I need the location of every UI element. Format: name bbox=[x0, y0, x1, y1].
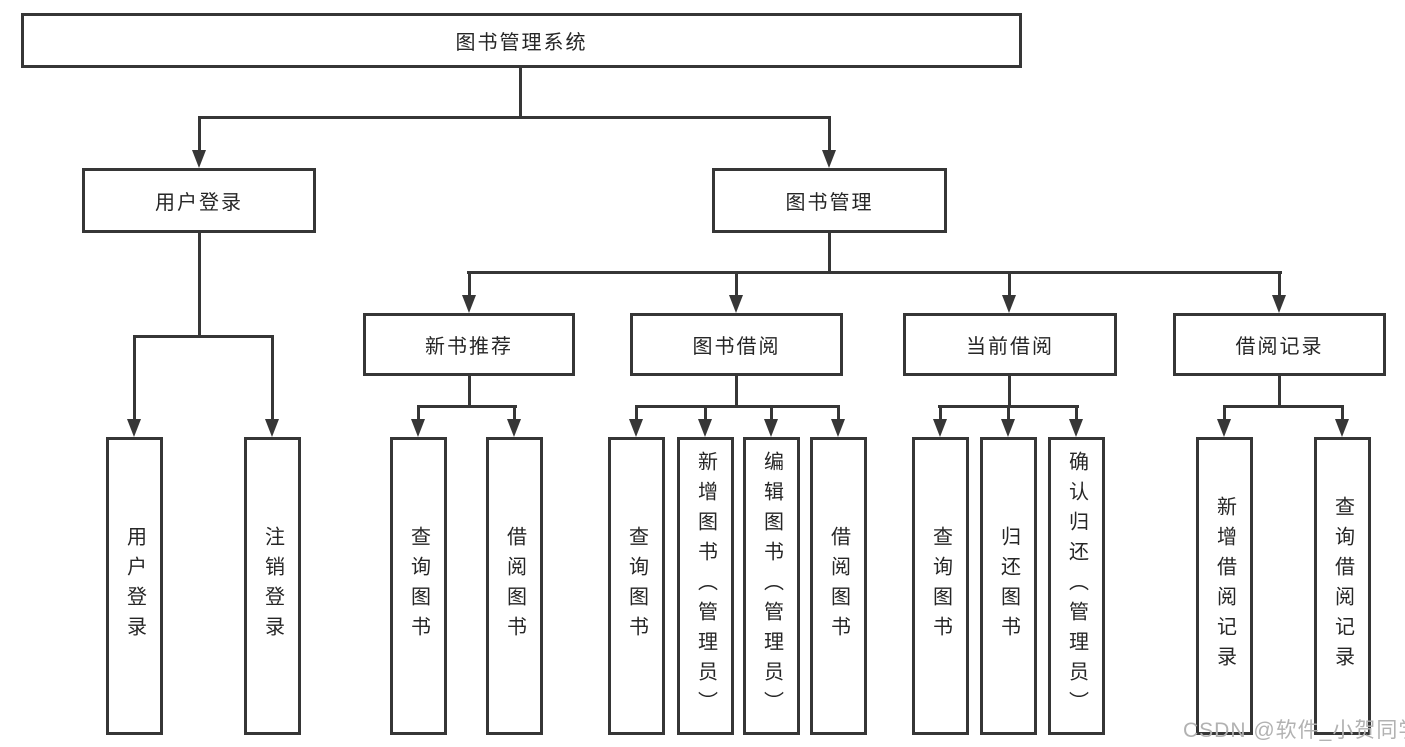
arrowhead-down-icon bbox=[127, 419, 141, 437]
connector-line bbox=[635, 405, 840, 408]
connector-line bbox=[198, 232, 201, 336]
arrowhead-down-icon bbox=[507, 419, 521, 437]
connector-line bbox=[133, 335, 136, 419]
connector-line bbox=[468, 271, 471, 295]
leaf-query-books-borrow: 查询图书 bbox=[608, 437, 665, 735]
leaf-return-books: 归还图书 bbox=[980, 437, 1037, 735]
leaf-label: 新增借阅记录 bbox=[1213, 496, 1236, 676]
node-label: 新书推荐 bbox=[425, 336, 513, 358]
connector-line bbox=[635, 405, 638, 419]
arrowhead-down-icon bbox=[1217, 419, 1231, 437]
node-new-book-recommend: 新书推荐 bbox=[363, 313, 575, 376]
leaf-user-login: 用户登录 bbox=[106, 437, 163, 735]
connector-line bbox=[1008, 271, 1011, 295]
connector-line bbox=[467, 271, 1282, 274]
node-library-management-system: 图书管理系统 bbox=[21, 13, 1022, 68]
connector-line bbox=[1278, 271, 1281, 295]
node-book-management: 图书管理 bbox=[712, 168, 947, 233]
arrowhead-down-icon bbox=[698, 419, 712, 437]
connector-line bbox=[271, 335, 274, 419]
arrowhead-down-icon bbox=[629, 419, 643, 437]
node-label: 图书借阅 bbox=[692, 336, 781, 358]
node-label: 当前借阅 bbox=[966, 336, 1054, 358]
leaf-label: 借阅图书 bbox=[503, 526, 526, 646]
arrowhead-down-icon bbox=[1272, 295, 1286, 313]
leaf-label: 借阅图书 bbox=[827, 526, 850, 646]
leaf-label: 查询图书 bbox=[407, 526, 430, 646]
connector-line bbox=[1008, 375, 1011, 408]
leaf-label: 查询借阅记录 bbox=[1331, 496, 1354, 676]
connector-line bbox=[1341, 405, 1344, 419]
connector-line bbox=[133, 335, 274, 338]
arrowhead-down-icon bbox=[1001, 419, 1015, 437]
arrowhead-down-icon bbox=[265, 419, 279, 437]
csdn-watermark: CSDN @软件_小贺同学 bbox=[1183, 719, 1405, 742]
connector-line bbox=[735, 271, 738, 295]
node-book-borrow: 图书借阅 bbox=[630, 313, 843, 376]
arrowhead-down-icon bbox=[831, 419, 845, 437]
leaf-confirm-return-admin: 确认归还（管理员） bbox=[1048, 437, 1105, 735]
connector-line bbox=[417, 405, 517, 408]
connector-line bbox=[519, 67, 522, 118]
leaf-borrow-books-newbooks: 借阅图书 bbox=[486, 437, 543, 735]
connector-line bbox=[735, 375, 738, 408]
arrowhead-down-icon bbox=[822, 150, 836, 168]
arrowhead-down-icon bbox=[1335, 419, 1349, 437]
arrowhead-down-icon bbox=[729, 295, 743, 313]
connector-line bbox=[939, 405, 942, 419]
node-label: 用户登录 bbox=[155, 192, 243, 214]
leaf-add-borrow-record: 新增借阅记录 bbox=[1196, 437, 1253, 735]
node-label: 借阅记录 bbox=[1235, 336, 1324, 358]
leaf-label: 归还图书 bbox=[997, 526, 1020, 646]
connector-line bbox=[828, 232, 831, 274]
leaf-label: 注销登录 bbox=[261, 526, 284, 646]
leaf-query-books-current: 查询图书 bbox=[912, 437, 969, 735]
leaf-label: 确认归还（管理员） bbox=[1065, 451, 1088, 721]
connector-line bbox=[468, 375, 471, 408]
connector-line bbox=[1223, 405, 1226, 419]
connector-line bbox=[1278, 375, 1281, 408]
connector-line bbox=[770, 405, 773, 419]
connector-line bbox=[704, 405, 707, 419]
connector-line bbox=[1007, 405, 1010, 419]
connector-line bbox=[198, 116, 831, 119]
node-user-login: 用户登录 bbox=[82, 168, 316, 233]
leaf-label: 用户登录 bbox=[123, 526, 146, 646]
arrowhead-down-icon bbox=[1002, 295, 1016, 313]
leaf-borrow-books-borrow: 借阅图书 bbox=[810, 437, 867, 735]
arrowhead-down-icon bbox=[764, 419, 778, 437]
connector-line bbox=[513, 405, 516, 419]
connector-line bbox=[837, 405, 840, 419]
leaf-label: 查询图书 bbox=[929, 526, 952, 646]
leaf-query-borrow-record: 查询借阅记录 bbox=[1314, 437, 1371, 735]
node-label: 图书管理系统 bbox=[455, 32, 588, 54]
node-label: 图书管理 bbox=[785, 192, 874, 214]
leaf-add-book-admin: 新增图书（管理员） bbox=[677, 437, 734, 735]
arrowhead-down-icon bbox=[192, 150, 206, 168]
leaf-logout: 注销登录 bbox=[244, 437, 301, 735]
arrowhead-down-icon bbox=[411, 419, 425, 437]
leaf-query-books-newbooks: 查询图书 bbox=[390, 437, 447, 735]
connector-line bbox=[417, 405, 420, 419]
connector-line bbox=[1075, 405, 1078, 419]
leaf-label: 新增图书（管理员） bbox=[694, 451, 717, 721]
node-borrow-records: 借阅记录 bbox=[1173, 313, 1386, 376]
arrowhead-down-icon bbox=[933, 419, 947, 437]
leaf-label: 编辑图书（管理员） bbox=[760, 451, 783, 721]
connector-line bbox=[198, 116, 201, 150]
arrowhead-down-icon bbox=[1069, 419, 1083, 437]
connector-line bbox=[1223, 405, 1344, 408]
arrowhead-down-icon bbox=[462, 295, 476, 313]
leaf-label: 查询图书 bbox=[625, 526, 648, 646]
node-current-borrow: 当前借阅 bbox=[903, 313, 1117, 376]
connector-line bbox=[828, 116, 831, 150]
leaf-edit-book-admin: 编辑图书（管理员） bbox=[743, 437, 800, 735]
